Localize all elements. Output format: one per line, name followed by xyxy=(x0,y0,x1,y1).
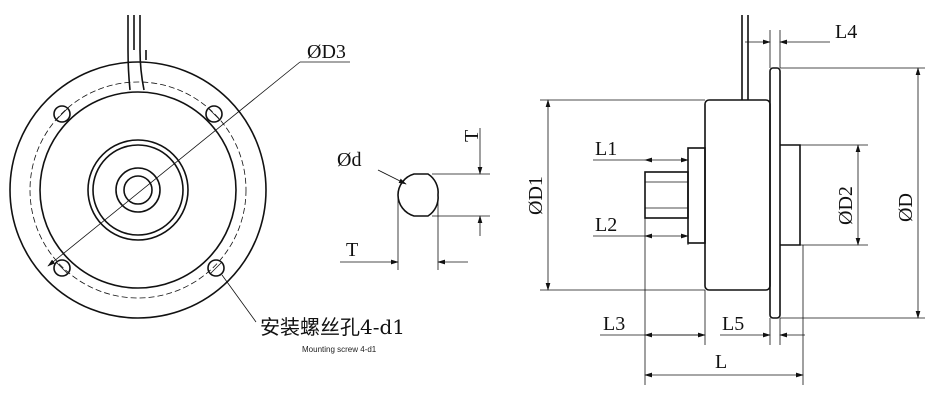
l5-label: L5 xyxy=(722,313,744,335)
front-view: ØD3 安装螺丝孔4-d1 Mounting screw 4-d1 xyxy=(9,15,405,354)
l-label: L xyxy=(715,351,727,373)
t-horizontal-label: T xyxy=(346,239,358,261)
bolt-hole-mark xyxy=(55,261,69,275)
l2-label: L2 xyxy=(595,214,617,236)
l3-label: L3 xyxy=(603,313,625,335)
d3-dimension-line xyxy=(47,61,301,267)
hub-outer-circle xyxy=(87,139,189,241)
bolt-hole xyxy=(53,259,71,277)
shaft-section-outline xyxy=(397,173,439,217)
motor-body xyxy=(704,99,771,291)
d-label: Ød xyxy=(337,149,361,171)
outer-housing-circle xyxy=(9,61,267,319)
bolt-hole-mark xyxy=(207,107,221,121)
bolt-hole xyxy=(207,259,225,277)
output-shaft xyxy=(644,171,689,219)
dd-label: ØD xyxy=(895,193,917,222)
d3-label: ØD3 xyxy=(307,41,346,63)
shaft-ring-circle xyxy=(115,167,161,213)
bolt-hole-mark xyxy=(55,107,69,121)
bolt-holes xyxy=(53,105,225,277)
d2-label: ØD2 xyxy=(835,186,857,225)
mounting-label-en: Mounting screw 4-d1 xyxy=(302,345,377,354)
rear-hub xyxy=(780,144,801,246)
d1-label: ØD1 xyxy=(525,176,547,215)
mounting-label-cn: 安装螺丝孔4-d1 xyxy=(260,315,405,339)
housing-inner-circle xyxy=(39,91,237,289)
lead-wires xyxy=(741,15,749,100)
bolt-hole-mark xyxy=(209,261,223,275)
shaft-section: T T Ød xyxy=(337,128,490,270)
lead-wires xyxy=(127,15,147,91)
bolt-circle xyxy=(29,81,247,299)
l4-label: L4 xyxy=(835,21,857,43)
shaft-circle xyxy=(123,175,153,205)
front-hub xyxy=(687,147,706,244)
bolt-hole xyxy=(205,105,223,123)
mounting-leader-line xyxy=(221,274,257,323)
t-vertical-label: T xyxy=(461,130,483,142)
bolt-hole xyxy=(53,105,71,123)
l1-label: L1 xyxy=(595,138,617,160)
side-view: ØD1 ØD ØD2 L L3 L5 L4 L1 L2 xyxy=(525,15,925,385)
d-leader-arrow xyxy=(377,169,407,185)
mounting-flange xyxy=(769,67,781,319)
hub-inner-circle xyxy=(92,144,184,236)
